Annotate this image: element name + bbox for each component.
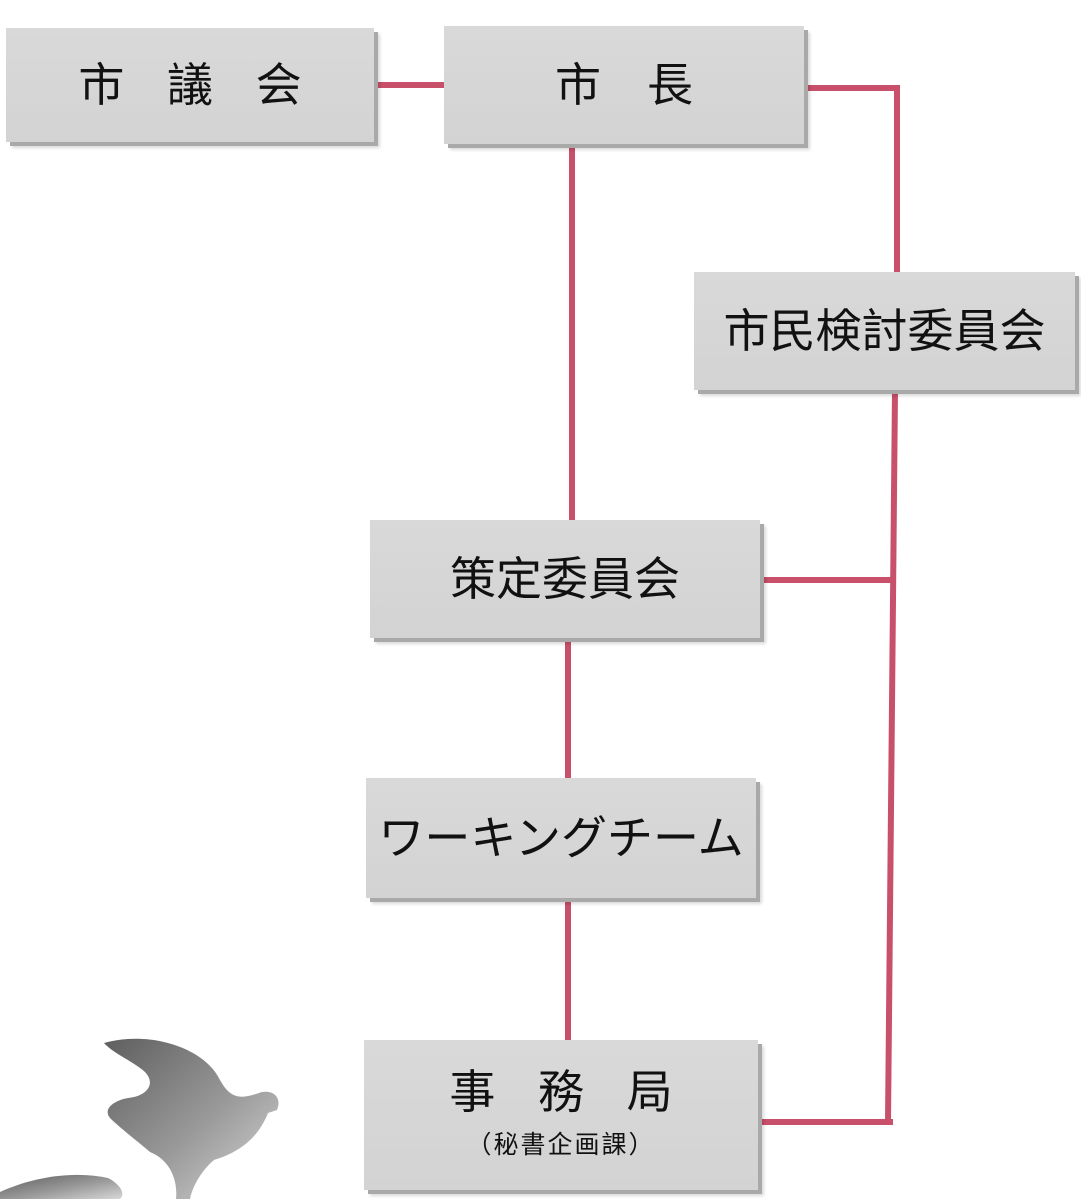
city-council-box: 市 議 会 [6, 28, 374, 142]
city-council-label: 市 議 会 [78, 58, 316, 112]
planning-committee-box: 策定委員会 [370, 520, 760, 638]
dove-icon [0, 1038, 279, 1199]
mayor-box: 市 長 [444, 26, 804, 144]
line-mayor-citizen [802, 85, 900, 275]
citizen-committee-label: 市民検討委員会 [723, 304, 1046, 358]
working-team-box: ワーキングチーム [366, 778, 756, 898]
line-citizen-down [884, 386, 899, 1126]
secretariat-sublabel: （秘書企画課） [466, 1130, 656, 1159]
secretariat-label: 事 務 局 [449, 1065, 687, 1119]
citizen-committee-box: 市民検討委員会 [694, 272, 1075, 390]
mayor-label: 市 長 [555, 58, 693, 112]
secretariat-box: 事 務 局 （秘書企画課） [364, 1040, 758, 1190]
working-team-label: ワーキングチーム [378, 811, 744, 865]
planning-committee-label: 策定委員会 [450, 552, 680, 606]
